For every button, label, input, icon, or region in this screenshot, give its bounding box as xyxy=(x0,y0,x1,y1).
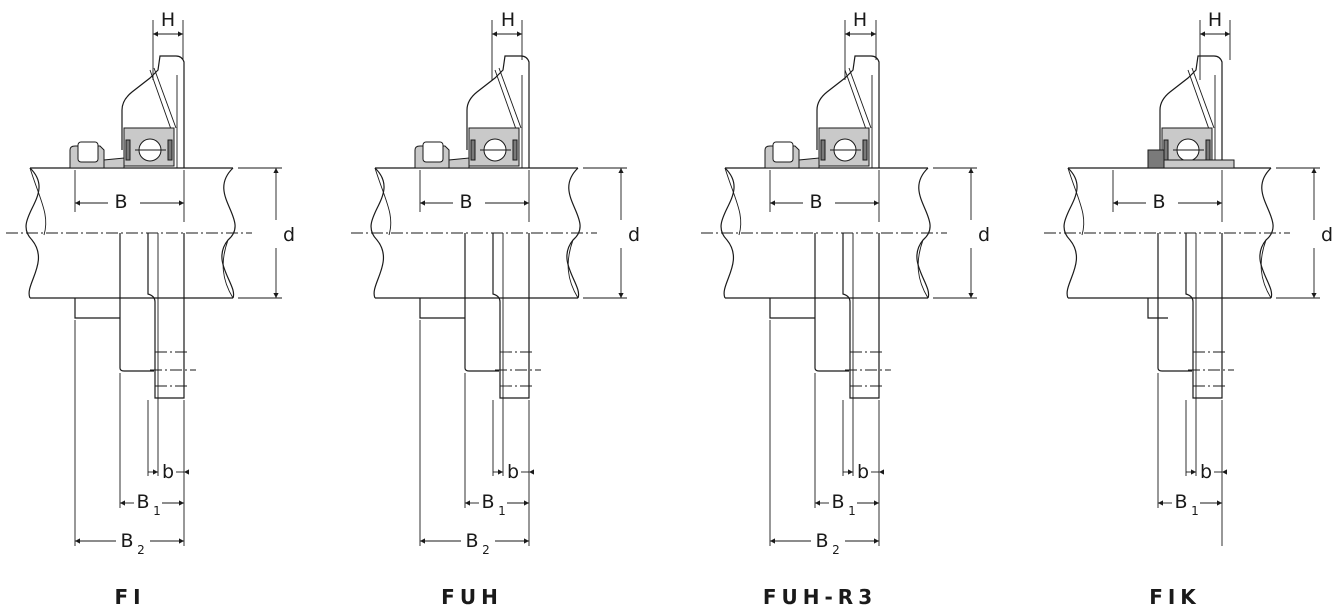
label-d: d xyxy=(1321,224,1333,246)
housing-upper xyxy=(414,55,530,169)
label-B1: B xyxy=(136,491,149,513)
label-B1-subscript: 1 xyxy=(848,504,856,518)
label-B1: B xyxy=(481,491,494,513)
label-b: b xyxy=(857,461,869,483)
adapter-sleeve xyxy=(1147,149,1165,169)
housing-upper xyxy=(1147,55,1235,169)
housing-section xyxy=(769,233,891,400)
housing-upper xyxy=(69,55,185,169)
label-B1: B xyxy=(831,491,844,513)
housing-section xyxy=(419,233,541,400)
caption-fuh: FUH xyxy=(441,585,503,609)
label-B2-subscript: 2 xyxy=(137,543,145,557)
label-B: B xyxy=(114,191,127,213)
label-d: d xyxy=(628,224,640,246)
label-b: b xyxy=(507,461,519,483)
shaft xyxy=(720,167,931,299)
caption-fuh-r3: FUH-R3 xyxy=(763,585,877,609)
label-B2-subscript: 2 xyxy=(482,543,490,557)
set-screw-icon xyxy=(772,141,794,163)
label-b: b xyxy=(162,461,174,483)
caption-fik: FIK xyxy=(1149,585,1201,609)
label-B1-subscript: 1 xyxy=(1191,504,1199,518)
label-B2: B xyxy=(465,530,478,552)
label-B1: B xyxy=(1174,491,1187,513)
shaft xyxy=(1063,167,1274,299)
housing-section xyxy=(74,233,196,400)
shaft xyxy=(25,167,236,299)
label-B: B xyxy=(459,191,472,213)
shaft xyxy=(370,167,581,299)
housing-section xyxy=(1147,233,1234,400)
label-H: H xyxy=(853,9,867,31)
label-B: B xyxy=(1152,191,1165,213)
label-B1-subscript: 1 xyxy=(153,504,161,518)
housing-upper xyxy=(764,55,880,169)
caption-fi: FI xyxy=(114,585,145,609)
label-b: b xyxy=(1200,461,1212,483)
label-H: H xyxy=(1208,9,1222,31)
set-screw-icon xyxy=(422,141,444,163)
set-screw-icon xyxy=(77,141,99,163)
label-H: H xyxy=(501,9,515,31)
label-B1-subscript: 1 xyxy=(498,504,506,518)
label-B2-subscript: 2 xyxy=(832,543,840,557)
label-d: d xyxy=(283,224,295,246)
label-B: B xyxy=(809,191,822,213)
label-H: H xyxy=(161,9,175,31)
label-B2: B xyxy=(815,530,828,552)
label-d: d xyxy=(978,224,990,246)
label-B2: B xyxy=(120,530,133,552)
